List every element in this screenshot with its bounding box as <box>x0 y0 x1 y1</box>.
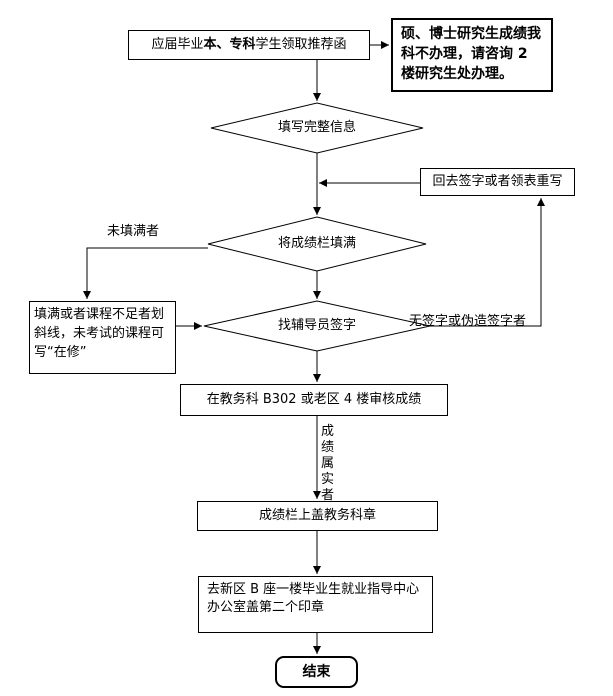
decision-fill-info-label: 填写完整信息 <box>277 120 356 135</box>
start-text-suffix: 学生领取推荐函 <box>255 37 347 52</box>
graduate-student-note-box: 硕、博士研究生成绩我科不办理，请咨询 2 楼研究生处办理。 <box>391 18 553 92</box>
career-center-stamp-text: 去新区 B 座一楼毕业生就业指导中心办公室盖第二个印章 <box>207 582 420 615</box>
graduate-student-note-text: 硕、博士研究生成绩我科不办理，请咨询 2 楼研究生处办理。 <box>401 26 541 82</box>
arrow-unfilled-branch <box>83 247 208 299</box>
end-terminal: 结束 <box>275 656 358 688</box>
no-signature-branch-label: 无签字或伪造签字者 <box>409 314 527 329</box>
unfilled-branch-label: 未填满者 <box>107 224 160 239</box>
academic-office-stamp-text: 成绩栏上盖教务科章 <box>258 508 376 523</box>
fill-instruction-text: 填满或者课程不足者划斜线，未考试的课程可写“在修” <box>34 307 165 360</box>
arrow-no-signature-branch <box>428 198 545 327</box>
fill-instruction-box: 填满或者课程不足者划斜线，未考试的课程可写“在修” <box>29 301 176 374</box>
decision-fill-info <box>210 102 424 154</box>
decision-fill-grades <box>207 216 427 272</box>
decision-fill-grades-label: 将成绩栏填满 <box>277 236 356 251</box>
decision-counselor-sign <box>203 300 431 352</box>
return-resign-text: 回去签字或者领表重写 <box>432 174 563 189</box>
start-text-prefix: 应届毕业 <box>151 37 204 52</box>
start-step-box: 应届毕业本、专科学生领取推荐函 <box>128 30 370 60</box>
decision-counselor-label: 找辅导员签字 <box>277 318 356 333</box>
career-center-stamp-box: 去新区 B 座一楼毕业生就业指导中心办公室盖第二个印章 <box>198 576 433 633</box>
verify-grades-text: 在教务科 B302 或老区 4 楼审核成绩 <box>206 392 422 407</box>
grades-confirmed-label: 成绩属实者 <box>321 424 335 503</box>
start-text-bold: 本、专科 <box>203 37 256 52</box>
academic-office-stamp-box: 成绩栏上盖教务科章 <box>197 501 438 531</box>
return-resign-box: 回去签字或者领表重写 <box>420 168 575 196</box>
verify-grades-box: 在教务科 B302 或老区 4 楼审核成绩 <box>180 384 448 416</box>
end-text: 结束 <box>302 664 331 680</box>
